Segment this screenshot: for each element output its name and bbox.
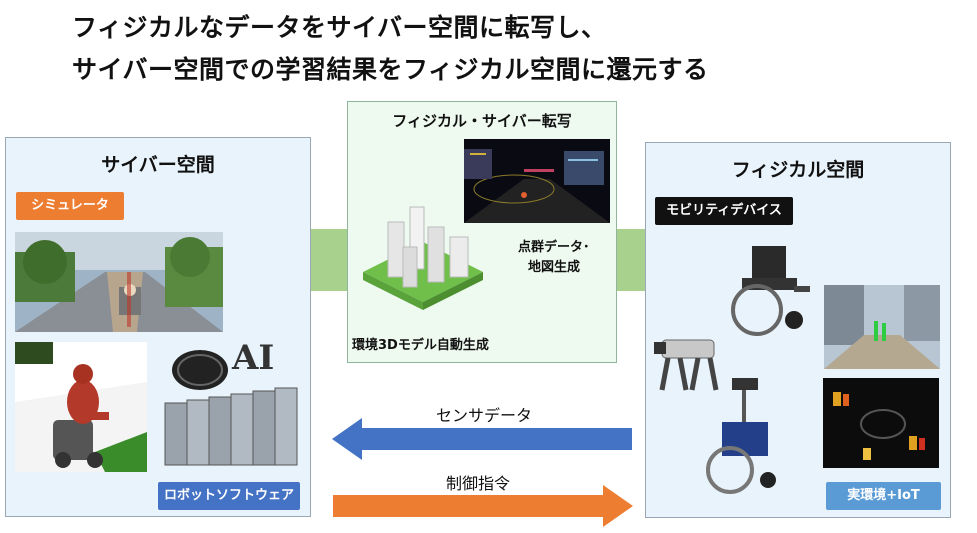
sensor-data-arrow [332, 418, 632, 460]
street-photo-image [824, 285, 940, 369]
model-generation-label: 環境3Dモデル自動生成 [352, 338, 489, 353]
control-command-label: 制御指令 [446, 474, 511, 493]
mobility-device-tag: モビリティデバイス [655, 197, 793, 225]
transfer-title: フィジカル・サイバー転写 [392, 112, 572, 130]
cyber-space-title: サイバー空間 [101, 154, 215, 176]
sensor-wheelchair-image [706, 378, 776, 494]
sensor-view-image [823, 378, 939, 468]
title-line-2: サイバー空間での学習結果をフィジカル空間に還元する [72, 55, 709, 84]
robot-avatar-image [15, 342, 147, 472]
ai-server-image [164, 350, 298, 466]
simulator-image [15, 232, 223, 332]
wheelchair-image [731, 246, 810, 336]
point-cloud-image [464, 139, 610, 223]
simulator-tag: シミュレータ [16, 192, 124, 220]
title-line-1: フィジカルなデータをサイバー空間に転写し、 [72, 13, 607, 42]
ai-label: AI [232, 338, 275, 378]
control-command-arrow [333, 485, 633, 527]
city-model-image [363, 206, 483, 310]
quadruped-robot-image [654, 339, 719, 391]
pointcloud-label-1: 点群データ･ [518, 240, 590, 255]
pointcloud-label-2: 地図生成 [528, 260, 581, 275]
physical-space-title: フィジカル空間 [731, 159, 865, 181]
real-env-iot-tag: 実環境+IoT [826, 482, 941, 510]
robot-software-tag: ロボットソフトウェア [158, 482, 300, 510]
sensor-data-label: センサデータ [436, 406, 533, 425]
